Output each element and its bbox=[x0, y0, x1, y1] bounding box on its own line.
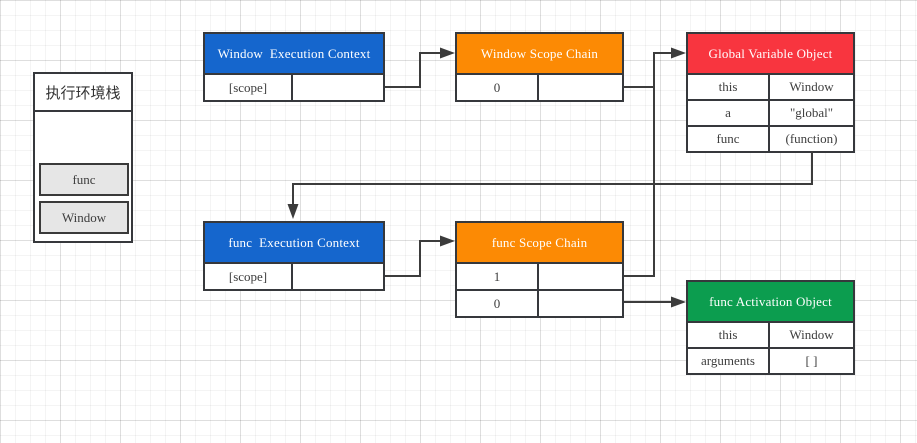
row-key: this bbox=[688, 323, 770, 347]
row-value: [ ] bbox=[805, 353, 818, 368]
node-func-activation-object[interactable]: func Activation Object this Window argum… bbox=[686, 280, 855, 375]
row-value bbox=[539, 264, 622, 289]
row-value: Window bbox=[789, 79, 834, 94]
arrowhead-right-icon bbox=[440, 47, 455, 59]
arrowhead-right-icon bbox=[671, 47, 686, 59]
connector-window-ec-to-window-scope-chain[interactable] bbox=[385, 47, 455, 88]
arrowhead-right-icon bbox=[671, 296, 686, 308]
table-row: 0 bbox=[457, 73, 622, 100]
window-scope-chain-header: Window Scope Chain bbox=[457, 34, 622, 73]
row-value bbox=[293, 264, 383, 289]
row-value bbox=[293, 75, 383, 100]
connector-func-ec-to-func-scope-chain[interactable] bbox=[385, 235, 455, 277]
table-row: arguments [ ] bbox=[688, 347, 853, 373]
table-row: this Window bbox=[688, 321, 853, 347]
row-value bbox=[539, 291, 622, 316]
table-row: [scope] bbox=[205, 73, 383, 100]
connector-gvo-to-func-ec[interactable] bbox=[287, 151, 813, 219]
window-execution-context-header: Window Execution Context bbox=[205, 34, 383, 73]
connector-func-sc-to-func-activation-object[interactable] bbox=[624, 296, 686, 308]
row-value: (function) bbox=[785, 131, 838, 146]
global-variable-object-header: Global Variable Object bbox=[688, 34, 853, 73]
stack-item-func[interactable]: func bbox=[39, 163, 129, 196]
row-key: arguments bbox=[688, 349, 770, 373]
func-scope-chain-header: func Scope Chain bbox=[457, 223, 622, 262]
row-key: a bbox=[688, 101, 770, 125]
table-row: this Window bbox=[688, 73, 853, 99]
node-window-scope-chain[interactable]: Window Scope Chain 0 bbox=[455, 32, 624, 102]
table-row: 1 bbox=[457, 262, 622, 289]
node-func-scope-chain[interactable]: func Scope Chain 1 0 bbox=[455, 221, 624, 318]
func-activation-object-header: func Activation Object bbox=[688, 282, 853, 321]
node-global-variable-object[interactable]: Global Variable Object this Window a "gl… bbox=[686, 32, 855, 153]
table-row: a "global" bbox=[688, 99, 853, 125]
row-value bbox=[539, 75, 622, 100]
stack-item-window-label: Window bbox=[61, 209, 107, 225]
row-key: func bbox=[688, 127, 770, 151]
row-value: "global" bbox=[789, 105, 834, 120]
arrowhead-down-icon bbox=[287, 204, 299, 219]
stack-item-window[interactable]: Window bbox=[39, 201, 129, 234]
row-key: 0 bbox=[457, 291, 539, 316]
row-key: 1 bbox=[457, 264, 539, 289]
row-key: 0 bbox=[457, 75, 539, 100]
row-key: [scope] bbox=[205, 75, 293, 100]
row-key: this bbox=[688, 75, 770, 99]
connector-scope-chains-to-global-variable-object[interactable] bbox=[624, 47, 686, 277]
table-row: 0 bbox=[457, 289, 622, 316]
stack-item-func-label: func bbox=[72, 171, 96, 187]
table-row: [scope] bbox=[205, 262, 383, 289]
func-execution-context-header: func Execution Context bbox=[205, 223, 383, 262]
row-key: [scope] bbox=[205, 264, 293, 289]
node-func-execution-context[interactable]: func Execution Context [scope] bbox=[203, 221, 385, 291]
execution-stack[interactable]: 执行环境栈 func Window bbox=[33, 72, 133, 243]
arrowhead-right-icon bbox=[440, 235, 455, 247]
execution-stack-title: 执行环境栈 bbox=[35, 74, 131, 112]
node-window-execution-context[interactable]: Window Execution Context [scope] bbox=[203, 32, 385, 102]
row-value: Window bbox=[789, 327, 834, 342]
table-row: func (function) bbox=[688, 125, 853, 151]
